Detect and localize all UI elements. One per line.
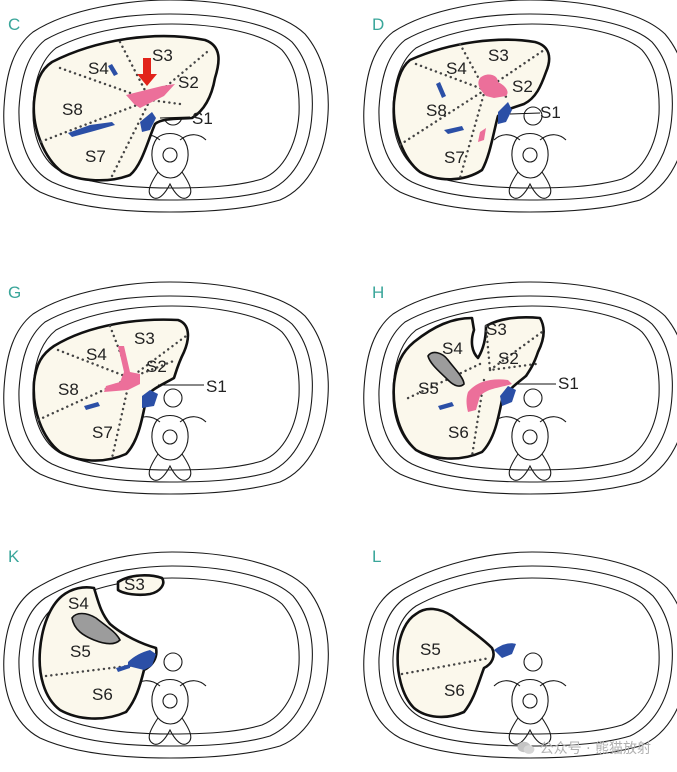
segment-label: S8 [62, 100, 83, 119]
segment-label: S6 [92, 685, 113, 704]
panel-letter: G [8, 283, 21, 302]
segment-label: S4 [442, 339, 463, 358]
panel-letter: H [372, 283, 384, 302]
segment-label: S3 [488, 46, 509, 65]
panel-l: L S5 S6 [363, 547, 677, 759]
segment-label: S4 [446, 59, 467, 78]
segment-label: S7 [92, 423, 113, 442]
segment-label: S6 [444, 681, 465, 700]
segment-label: S3 [486, 320, 507, 339]
segment-label: S4 [88, 59, 109, 78]
segment-label: S5 [70, 642, 91, 661]
panel-g: G S3 S4 S2 S8 S1 S7 [3, 281, 329, 495]
panel-h: H S3 S4 S2 S5 S1 S6 [363, 281, 677, 495]
segment-label: S1 [540, 103, 561, 122]
segment-label: S2 [178, 73, 199, 92]
liver [38, 574, 165, 720]
segment-label: S3 [152, 46, 173, 65]
watermark-text: 公众号 · 熊猫放射 [539, 741, 651, 757]
watermark: 公众号 · 熊猫放射 [517, 738, 651, 758]
segment-label: S3 [124, 575, 145, 594]
panel-letter: C [8, 15, 20, 34]
segment-label: S4 [68, 594, 89, 613]
liver [32, 34, 220, 182]
panel-c: C S3 S4 S2 S8 S1 S7 [3, 0, 329, 213]
segment-label: S3 [134, 329, 155, 348]
segment-label: S7 [444, 148, 465, 167]
panel-d: D S3 S4 S2 S8 S1 S7 [363, 0, 677, 213]
panel-letter: K [8, 547, 20, 566]
segment-label: S5 [420, 640, 441, 659]
segment-label: S2 [146, 357, 167, 376]
segment-label: S1 [206, 377, 227, 396]
wechat-icon [517, 741, 535, 754]
liver [392, 38, 551, 181]
segment-label: S1 [192, 109, 213, 128]
liver [392, 315, 556, 460]
segment-label: S4 [86, 345, 107, 364]
segment-label: S8 [426, 101, 447, 120]
segment-label: S1 [558, 374, 579, 393]
liver [396, 607, 516, 719]
panel-k: K S3 S4 S5 S6 [3, 547, 329, 759]
segment-label: S6 [448, 423, 469, 442]
segment-label: S2 [512, 77, 533, 96]
panel-letter: D [372, 15, 384, 34]
panel-letter: L [372, 547, 381, 566]
liver [32, 318, 204, 462]
segment-label: S2 [498, 349, 519, 368]
segment-label: S7 [85, 147, 106, 166]
segment-label: S8 [58, 380, 79, 399]
segment-label: S5 [418, 379, 439, 398]
